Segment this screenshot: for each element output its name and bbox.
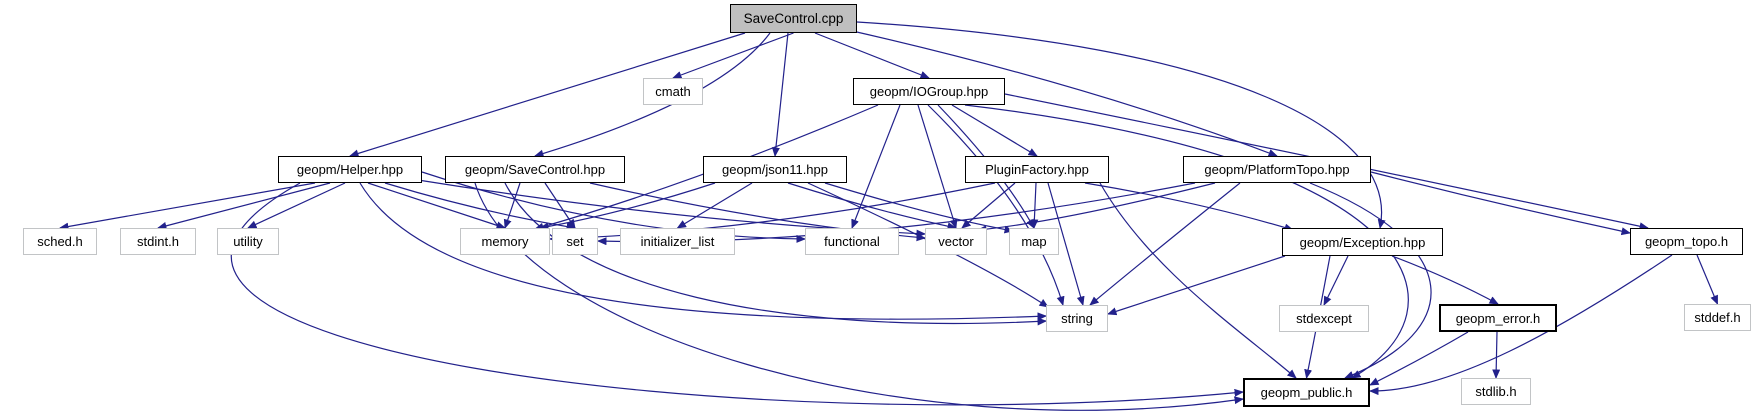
edge-iogroup-to-string xyxy=(927,104,1065,306)
edge-json11-to-memory xyxy=(539,182,716,231)
edge-exception-to-geopm-error xyxy=(1391,255,1499,305)
graph-node-memory: memory xyxy=(460,228,550,255)
edge-geopm-error-to-stdlib xyxy=(1492,331,1501,379)
edge-helper-to-stdint xyxy=(157,182,331,230)
edge-platformtopo-to-string xyxy=(1089,182,1241,306)
edge-platformtopo-to-geopm-public xyxy=(1309,182,1432,379)
edge-geopm-topo-to-stddef xyxy=(1696,254,1719,305)
edge-savecontrol-cpp-to-iogroup xyxy=(814,32,930,79)
edge-savecontrol-cpp-to-platformtopo xyxy=(847,29,1278,157)
edge-json11-to-initializer-list xyxy=(676,182,753,229)
edge-json11-to-vector xyxy=(787,182,957,231)
graph-node-stdexcept: stdexcept xyxy=(1279,305,1369,332)
graph-node-stdlib: stdlib.h xyxy=(1461,378,1531,405)
edge-helper-to-memory xyxy=(367,182,506,230)
edge-savecontrol-cpp-to-json11 xyxy=(771,32,789,157)
edge-savecontrol-cpp-to-cmath xyxy=(672,32,794,79)
graph-node-cmath: cmath xyxy=(643,78,703,105)
graph-node-savecontrol-cpp: SaveControl.cpp xyxy=(730,4,857,33)
graph-node-stdint: stdint.h xyxy=(120,228,196,255)
edge-helper-to-sched xyxy=(59,182,316,231)
graph-node-geopm-public[interactable]: geopm_public.h xyxy=(1243,378,1370,407)
graph-node-stddef: stddef.h xyxy=(1684,304,1751,331)
edge-pluginfactory-to-geopm-public xyxy=(1099,182,1297,379)
edge-platformtopo-to-vector xyxy=(977,182,1216,234)
graph-node-functional: functional xyxy=(805,228,899,255)
edge-pluginfactory-to-memory xyxy=(549,182,996,243)
edge-iogroup-to-vector xyxy=(917,104,958,229)
graph-node-vector: vector xyxy=(925,228,987,255)
graph-node-exception[interactable]: geopm/Exception.hpp xyxy=(1282,228,1443,256)
edge-helper-to-utility xyxy=(247,182,346,229)
graph-node-json11[interactable]: geopm/json11.hpp xyxy=(703,156,847,183)
graph-node-iogroup[interactable]: geopm/IOGroup.hpp xyxy=(853,78,1005,105)
graph-node-geopm-error[interactable]: geopm_error.h xyxy=(1439,304,1557,332)
graph-node-initializer-list: initializer_list xyxy=(620,228,735,255)
edge-iogroup-to-functional xyxy=(851,104,901,229)
edge-iogroup-to-memory xyxy=(534,104,879,231)
edge-helper-to-string xyxy=(359,182,1047,321)
graph-node-helper[interactable]: geopm/Helper.hpp xyxy=(278,156,422,183)
edge-savecontrol-hpp-to-set xyxy=(544,182,576,229)
graph-node-geopm-topo[interactable]: geopm_topo.h xyxy=(1630,228,1743,255)
graph-node-pluginfactory[interactable]: PluginFactory.hpp xyxy=(965,156,1109,183)
graph-node-string: string xyxy=(1046,305,1108,332)
edge-geopm-error-to-geopm-public xyxy=(1369,331,1469,386)
graph-node-sched: sched.h xyxy=(23,228,97,255)
graph-node-map: map xyxy=(1009,228,1059,255)
edge-exception-to-stdexcept xyxy=(1323,255,1349,306)
edge-pluginfactory-to-exception xyxy=(1084,182,1294,232)
edge-geopm-topo-to-geopm-public xyxy=(1369,254,1673,396)
edge-helper-to-vector xyxy=(417,179,926,238)
graph-node-utility: utility xyxy=(217,228,279,255)
edge-iogroup-to-pluginfactory xyxy=(951,104,1038,157)
graph-node-set: set xyxy=(552,228,598,255)
edge-pluginfactory-to-string xyxy=(1047,182,1085,306)
edge-platformtopo-to-geopm-topo xyxy=(1370,171,1631,236)
edge-helper-to-geopm-public xyxy=(230,182,1244,406)
graph-node-savecontrol-hpp[interactable]: geopm/SaveControl.hpp xyxy=(445,156,625,183)
edge-exception-to-string xyxy=(1107,255,1286,316)
graph-node-platformtopo[interactable]: geopm/PlatformTopo.hpp xyxy=(1183,156,1371,183)
edge-pluginfactory-to-vector xyxy=(961,182,1016,229)
edge-savecontrol-hpp-to-memory xyxy=(503,182,521,229)
edge-savecontrol-cpp-to-helper xyxy=(349,32,746,158)
edge-pluginfactory-to-map xyxy=(1030,182,1039,229)
edge-savecontrol-cpp-to-exception xyxy=(856,21,1386,229)
